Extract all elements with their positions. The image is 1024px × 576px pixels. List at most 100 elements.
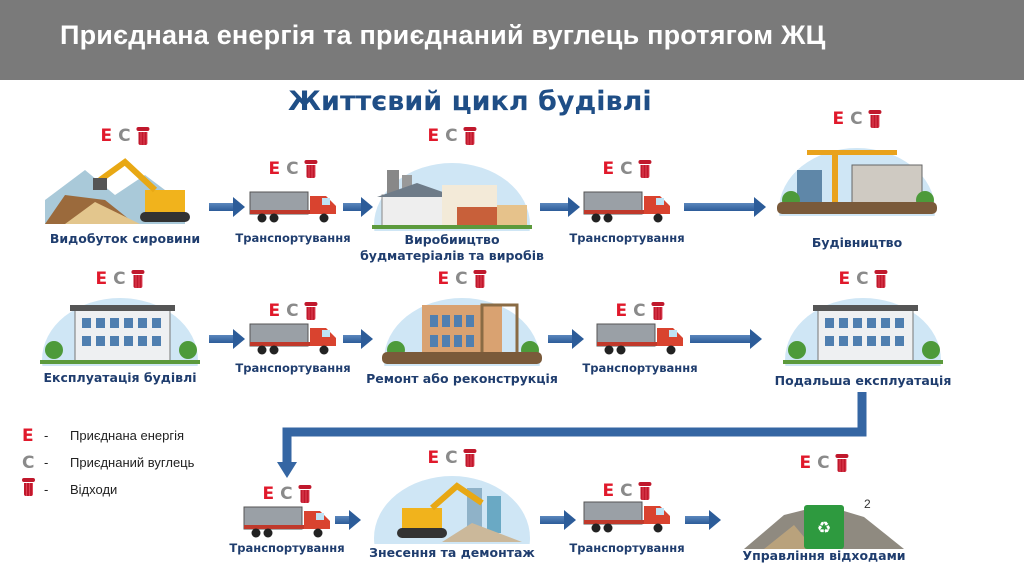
carbon-symbol: C [22, 452, 35, 473]
flow-arrow [685, 510, 721, 530]
stage-label: Ремонт або реконструкція [366, 371, 558, 387]
stage-label-line: Експлуатація будівлі [43, 370, 197, 385]
slide-header: Приєднана енергія та приєднаний вуглець … [0, 0, 1024, 80]
trash-bin-icon [651, 302, 665, 320]
flow-arrow [343, 329, 373, 349]
legend-waste: -Відходи [22, 476, 194, 503]
trash-bin-icon [304, 302, 318, 320]
energy-indicator: E [615, 301, 628, 321]
carbon-indicator: C [620, 481, 633, 501]
truck-illustration [242, 505, 332, 544]
stage-label: Подальша експлуатація [775, 373, 952, 389]
page-number: 2 [864, 497, 871, 511]
carbon-indicator: C [850, 109, 863, 129]
energy-indicator: E [100, 126, 113, 146]
energy-indicator: E [832, 109, 845, 129]
carbon-indicator: C [856, 269, 869, 289]
trash-bin-icon [638, 482, 652, 500]
legend-energy: E-Приєднана енергія [22, 422, 194, 449]
energy-indicator: E [262, 484, 275, 504]
trash-bin-icon [136, 127, 150, 145]
carbon-indicator: C [280, 484, 293, 504]
stage-label-line: Транспортування [582, 361, 698, 375]
bldg-illustration [40, 290, 200, 422]
stage-label: Транспортування [569, 230, 684, 246]
stage-label-line: Транспортування [569, 541, 685, 555]
flow-arrow [690, 329, 762, 349]
carbon-indicator: C [286, 301, 299, 321]
truck-illustration [582, 500, 672, 539]
stage-label-line: Управління відходами [742, 548, 906, 563]
slide-title: Приєднана енергія та приєднаний вуглець … [60, 20, 826, 50]
truck-illustration [582, 190, 672, 229]
stage-label-line: Транспортування [235, 231, 351, 245]
energy-indicator: E [427, 448, 440, 468]
energy-indicator: E [799, 453, 812, 473]
flow-arrow [548, 329, 584, 349]
stage-label: Транспортування [235, 230, 350, 246]
crane-illustration [777, 140, 937, 272]
factory-illustration [372, 155, 532, 287]
trash-bin-icon [131, 270, 145, 288]
stage-label-line: Знесення та демонтаж [369, 545, 535, 560]
flow-arrow [335, 510, 361, 530]
flow-arrow [540, 510, 576, 530]
svg-text:♻: ♻ [817, 520, 831, 537]
trash-bin-icon [874, 270, 888, 288]
carbon-indicator: C [633, 301, 646, 321]
legend: E-Приєднана енергія C-Приєднаний вуглець… [22, 422, 194, 503]
truck-illustration [248, 322, 338, 361]
mine-illustration [45, 150, 205, 231]
energy-indicator: E [427, 126, 440, 146]
dash: - [44, 482, 49, 497]
carbon-indicator: C [445, 126, 458, 146]
energy-symbol: E [22, 425, 34, 446]
stage-label: Транспортування [582, 360, 697, 376]
energy-indicator: E [95, 269, 108, 289]
stage-label-line: Будівництво [811, 235, 903, 250]
trash-bin-icon [304, 160, 318, 178]
legend-carbon: C-Приєднаний вуглець [22, 449, 194, 476]
stage-label-line: Транспортування [235, 361, 351, 375]
carbon-indicator: C [113, 269, 126, 289]
trash-bin-icon [463, 127, 477, 145]
carbon-indicator: C [118, 126, 131, 146]
stage-label: Експлуатація будівлі [43, 370, 196, 386]
carbon-indicator: C [455, 269, 468, 289]
flow-arrow [209, 197, 245, 217]
stage-label-line: Транспортування [569, 231, 685, 245]
waste-illustration: ♻ [744, 475, 904, 556]
energy-indicator: E [437, 269, 450, 289]
demo-illustration [372, 468, 532, 576]
flow-arrow [209, 329, 245, 349]
flow-arrow [684, 197, 766, 217]
stage-label: Будівництво [812, 235, 902, 251]
carbon-indicator: C [286, 159, 299, 179]
stage-label: Транспортування [569, 540, 684, 556]
trash-bin-icon [473, 270, 487, 288]
stage-label: Видобуток сировини [50, 231, 200, 247]
stage-label: Транспортування [235, 360, 350, 376]
bldg-illustration [783, 290, 943, 422]
stage-label: Знесення та демонтаж [369, 545, 535, 561]
trash-bin-icon [298, 485, 312, 503]
stage-label: Управління відходами [742, 548, 905, 564]
truck-illustration [595, 322, 685, 361]
energy-indicator: E [602, 159, 615, 179]
carbon-indicator: C [620, 159, 633, 179]
